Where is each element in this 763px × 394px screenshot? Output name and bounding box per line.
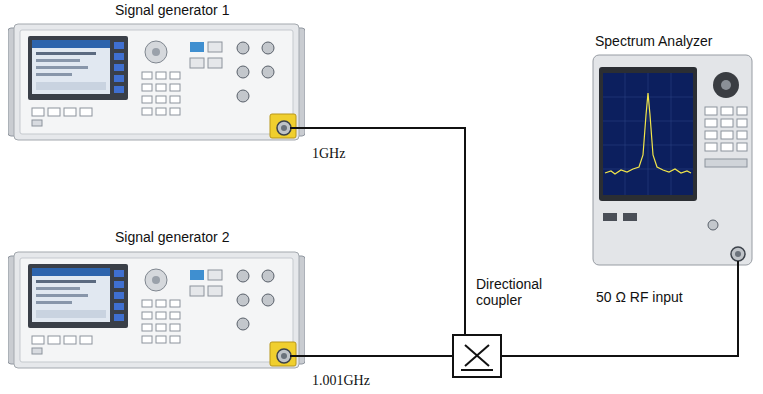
drawing-part: [721, 107, 733, 115]
drawing-part: [461, 369, 493, 371]
spectrum-analyzer-picture: [593, 55, 752, 272]
component-label: Directional coupler: [476, 276, 568, 308]
drawing-part: [648, 73, 649, 195]
instrument-title: Signal generator 1: [115, 2, 229, 18]
drawing-part: [603, 73, 693, 195]
drawing-part: [705, 119, 717, 127]
port-wire: [290, 355, 305, 357]
drawing-part: [605, 93, 691, 174]
drawing-part: [599, 67, 697, 201]
drawing-part: [705, 143, 717, 151]
drawing-part: [721, 131, 733, 139]
drawing-part: [721, 80, 731, 90]
drawing-part: [623, 213, 637, 221]
drawing-part: [625, 73, 626, 195]
cable: [305, 355, 452, 357]
cable: [305, 128, 465, 334]
drawing-part: [735, 251, 741, 257]
drawing-part: [737, 119, 747, 127]
drawing-part: [465, 345, 489, 366]
signal-generator-picture: [8, 24, 305, 140]
drawing-part: [705, 107, 717, 115]
frequency-label: 1GHz: [312, 146, 345, 162]
coupler-symbol: [461, 345, 493, 370]
signal-generator: Signal generator 21.001GHz: [8, 250, 305, 370]
signal-generator: Signal generator 11GHz: [8, 22, 305, 142]
frequency-label: 1.001GHz: [312, 373, 370, 389]
drawing-part: [737, 131, 747, 139]
drawing-part: [465, 345, 489, 366]
drawing-part: [603, 73, 693, 195]
instrument-title: Signal generator 2: [115, 229, 229, 245]
drawing-part: [593, 55, 752, 265]
spectrum-analyzer: Spectrum Analyzer50 Ω RF input: [593, 55, 752, 272]
signal-generator-picture: [8, 252, 305, 368]
drawing-part: [737, 107, 747, 115]
drawing-part: [731, 247, 745, 261]
port-label: 50 Ω RF input: [596, 289, 683, 305]
drawing-part: [713, 72, 739, 98]
drawing-part: [705, 131, 717, 139]
drawing-part: [737, 143, 747, 151]
directional-coupler: Directional coupler: [452, 334, 502, 378]
port-wire: [290, 127, 305, 129]
drawing-part: [737, 261, 739, 272]
drawing-part: [603, 213, 617, 221]
drawing-part: [708, 220, 718, 230]
drawing-part: [671, 73, 672, 195]
drawing-part: [705, 159, 747, 167]
instrument-title: Spectrum Analyzer: [595, 33, 713, 49]
drawing-part: [721, 143, 733, 151]
drawing-part: [721, 119, 733, 127]
